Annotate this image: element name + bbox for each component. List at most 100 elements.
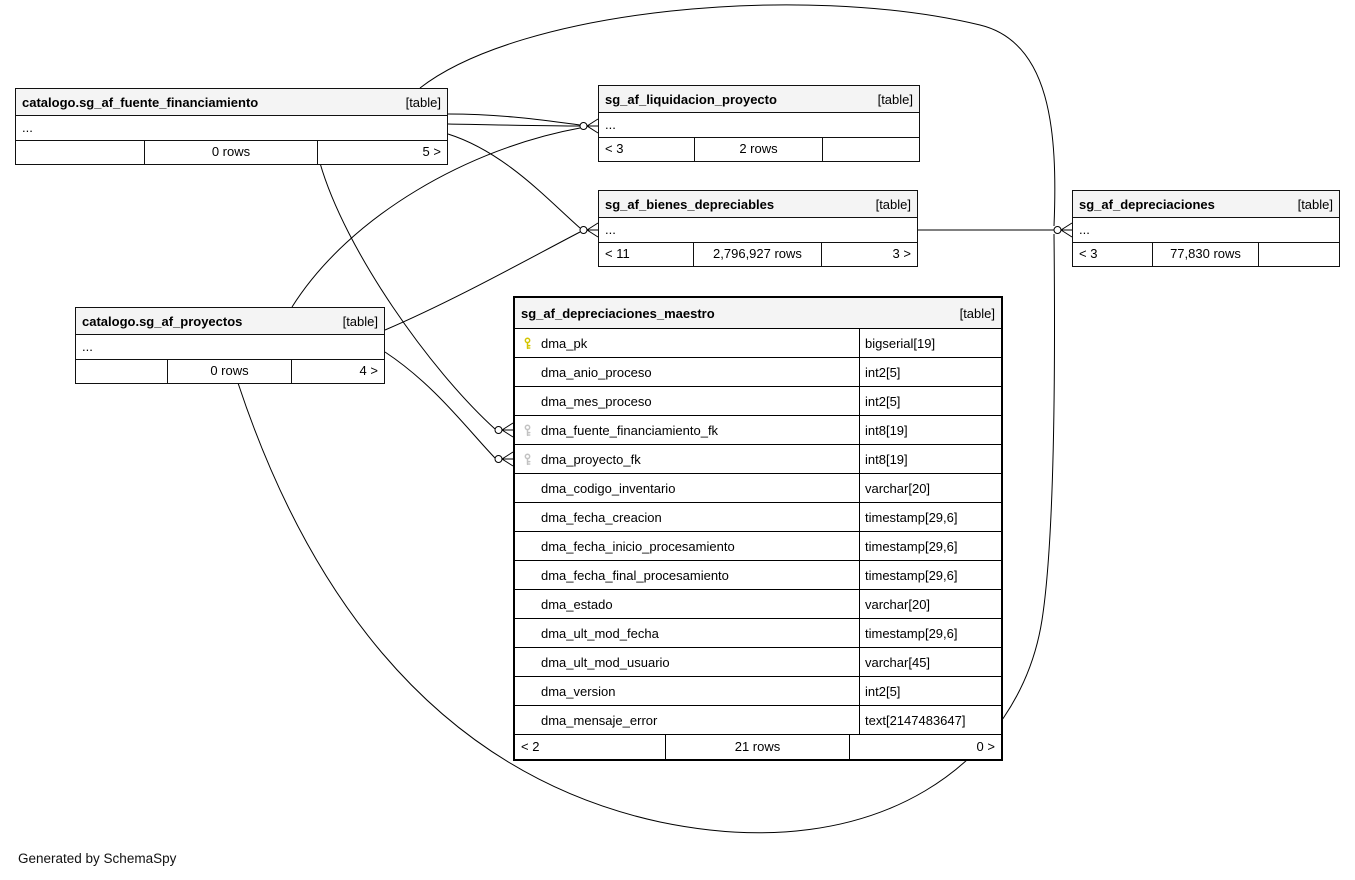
column-row: dma_version int2[5] <box>515 677 1001 706</box>
column-type: int8[19] <box>859 445 1001 473</box>
table-type-tag: [table] <box>405 94 441 110</box>
relation-line <box>447 133 581 229</box>
column-row: dma_fecha_creacion timestamp[29,6] <box>515 503 1001 532</box>
foreign-key-icon <box>524 423 531 436</box>
column-name: dma_mensaje_error <box>541 712 658 728</box>
column-name: dma_ult_mod_fecha <box>541 625 659 641</box>
column-type: timestamp[29,6] <box>859 619 1001 647</box>
column-name: dma_fecha_creacion <box>541 509 662 525</box>
table-type-tag: [table] <box>875 196 911 212</box>
table-card-bienes-depreciables[interactable]: sg_af_bienes_depreciables [table] ... < … <box>598 190 918 267</box>
table-footer: < 3 77,830 rows <box>1073 243 1339 266</box>
table-header: catalogo.sg_af_fuente_financiamiento [ta… <box>16 89 447 116</box>
column-name-cell: dma_ult_mod_fecha <box>515 619 859 647</box>
table-header: sg_af_bienes_depreciables [table] <box>599 191 917 218</box>
column-row: dma_mensaje_error text[2147483647] <box>515 706 1001 735</box>
footer-row-count: 0 rows <box>145 141 318 164</box>
column-type: timestamp[29,6] <box>859 503 1001 531</box>
column-row: dma_fecha_final_procesamiento timestamp[… <box>515 561 1001 590</box>
column-name-cell: dma_fecha_inicio_procesamiento <box>515 532 859 560</box>
column-name: dma_estado <box>541 596 613 612</box>
column-type: int2[5] <box>859 387 1001 415</box>
table-card-liquidacion-proyecto[interactable]: sg_af_liquidacion_proyecto [table] ... <… <box>598 85 920 162</box>
footer-row-count: 21 rows <box>666 735 851 759</box>
table-type-tag: [table] <box>342 313 378 329</box>
table-name: sg_af_depreciaciones <box>1079 196 1215 212</box>
column-name: dma_fecha_final_procesamiento <box>541 567 729 583</box>
footer-hidden-right: 5 > <box>422 144 441 159</box>
foreign-key-icon <box>524 452 531 465</box>
generator-note: Generated by SchemaSpy <box>18 851 177 866</box>
footer-hidden-right <box>823 138 919 161</box>
footer-hidden-right <box>1259 243 1339 266</box>
column-name: dma_fuente_financiamiento_fk <box>541 422 719 438</box>
table-footer: < 3 2 rows <box>599 138 919 161</box>
table-card-depreciaciones-maestro[interactable]: sg_af_depreciaciones_maestro [table] dma… <box>513 296 1003 761</box>
column-type: int8[19] <box>859 416 1001 444</box>
table-footer: < 2 21 rows 0 > <box>515 735 1001 759</box>
table-header: sg_af_depreciaciones [table] <box>1073 191 1339 218</box>
column-row: dma_fuente_financiamiento_fk int8[19] <box>515 416 1001 445</box>
crowfoot-connector-bienes <box>579 222 599 238</box>
column-row: dma_fecha_inicio_procesamiento timestamp… <box>515 532 1001 561</box>
column-name: dma_anio_proceso <box>541 364 652 380</box>
column-type: int2[5] <box>859 677 1001 705</box>
column-name: dma_pk <box>541 335 588 351</box>
footer-hidden-left: < 3 <box>1073 243 1153 266</box>
collapsed-columns-indicator: ... <box>599 218 917 243</box>
column-type: bigserial[19] <box>859 329 1001 357</box>
column-name-cell: dma_codigo_inventario <box>515 474 859 502</box>
table-footer: 0 rows 5 > <box>16 141 447 164</box>
table-header: catalogo.sg_af_proyectos [table] <box>76 308 384 335</box>
column-row: dma_codigo_inventario varchar[20] <box>515 474 1001 503</box>
collapsed-columns-indicator: ... <box>16 116 447 141</box>
column-name-cell: dma_proyecto_fk <box>515 445 859 473</box>
column-name-cell: dma_anio_proceso <box>515 358 859 386</box>
footer-hidden-left: < 3 <box>599 138 695 161</box>
table-card-depreciaciones[interactable]: sg_af_depreciaciones [table] ... < 3 77,… <box>1072 190 1340 267</box>
table-footer: < 11 2,796,927 rows 3 > <box>599 243 917 266</box>
table-type-tag: [table] <box>877 91 913 107</box>
table-type-tag: [table] <box>959 305 995 321</box>
column-name: dma_version <box>541 683 616 699</box>
collapsed-columns-indicator: ... <box>599 113 919 138</box>
column-row: dma_estado varchar[20] <box>515 590 1001 619</box>
column-name: dma_fecha_inicio_procesamiento <box>541 538 735 554</box>
footer-hidden-left: < 2 <box>515 735 666 759</box>
footer-hidden-right: 3 > <box>892 246 911 261</box>
column-name: dma_codigo_inventario <box>541 480 676 496</box>
column-name: dma_ult_mod_usuario <box>541 654 670 670</box>
collapsed-columns-indicator: ... <box>76 335 384 360</box>
footer-row-count: 2,796,927 rows <box>694 243 822 266</box>
collapsed-columns-indicator: ... <box>1073 218 1339 243</box>
relation-line <box>447 113 581 126</box>
table-name: sg_af_depreciaciones_maestro <box>521 305 715 321</box>
key-icon-slot <box>521 336 541 351</box>
table-type-tag: [table] <box>1297 196 1333 212</box>
footer-hidden-right: 0 > <box>976 739 995 754</box>
column-name-cell: dma_mes_proceso <box>515 387 859 415</box>
footer-row-count: 2 rows <box>695 138 823 161</box>
table-card-proyectos[interactable]: catalogo.sg_af_proyectos [table] ... 0 r… <box>75 307 385 384</box>
column-type: timestamp[29,6] <box>859 561 1001 589</box>
crowfoot-connector-maestro-fuente-fk <box>494 422 514 438</box>
column-row: dma_ult_mod_usuario varchar[45] <box>515 648 1001 677</box>
column-type: varchar[20] <box>859 474 1001 502</box>
footer-hidden-right: 4 > <box>359 363 378 378</box>
column-type: int2[5] <box>859 358 1001 386</box>
column-row: dma_anio_proceso int2[5] <box>515 358 1001 387</box>
crowfoot-connector-maestro-proyecto-fk <box>494 451 514 467</box>
column-row: dma_proyecto_fk int8[19] <box>515 445 1001 474</box>
table-footer: 0 rows 4 > <box>76 360 384 383</box>
footer-hidden-left <box>76 360 169 383</box>
table-name: catalogo.sg_af_proyectos <box>82 313 243 329</box>
column-type: timestamp[29,6] <box>859 532 1001 560</box>
column-name-cell: dma_fuente_financiamiento_fk <box>515 416 859 444</box>
table-name: catalogo.sg_af_fuente_financiamiento <box>22 94 259 110</box>
column-row: dma_pk bigserial[19] <box>515 329 1001 358</box>
column-type: varchar[20] <box>859 590 1001 618</box>
table-card-fuente-financiamiento[interactable]: catalogo.sg_af_fuente_financiamiento [ta… <box>15 88 448 165</box>
column-name-cell: dma_version <box>515 677 859 705</box>
crowfoot-connector-liquidacion <box>579 118 599 134</box>
column-row: dma_ult_mod_fecha timestamp[29,6] <box>515 619 1001 648</box>
